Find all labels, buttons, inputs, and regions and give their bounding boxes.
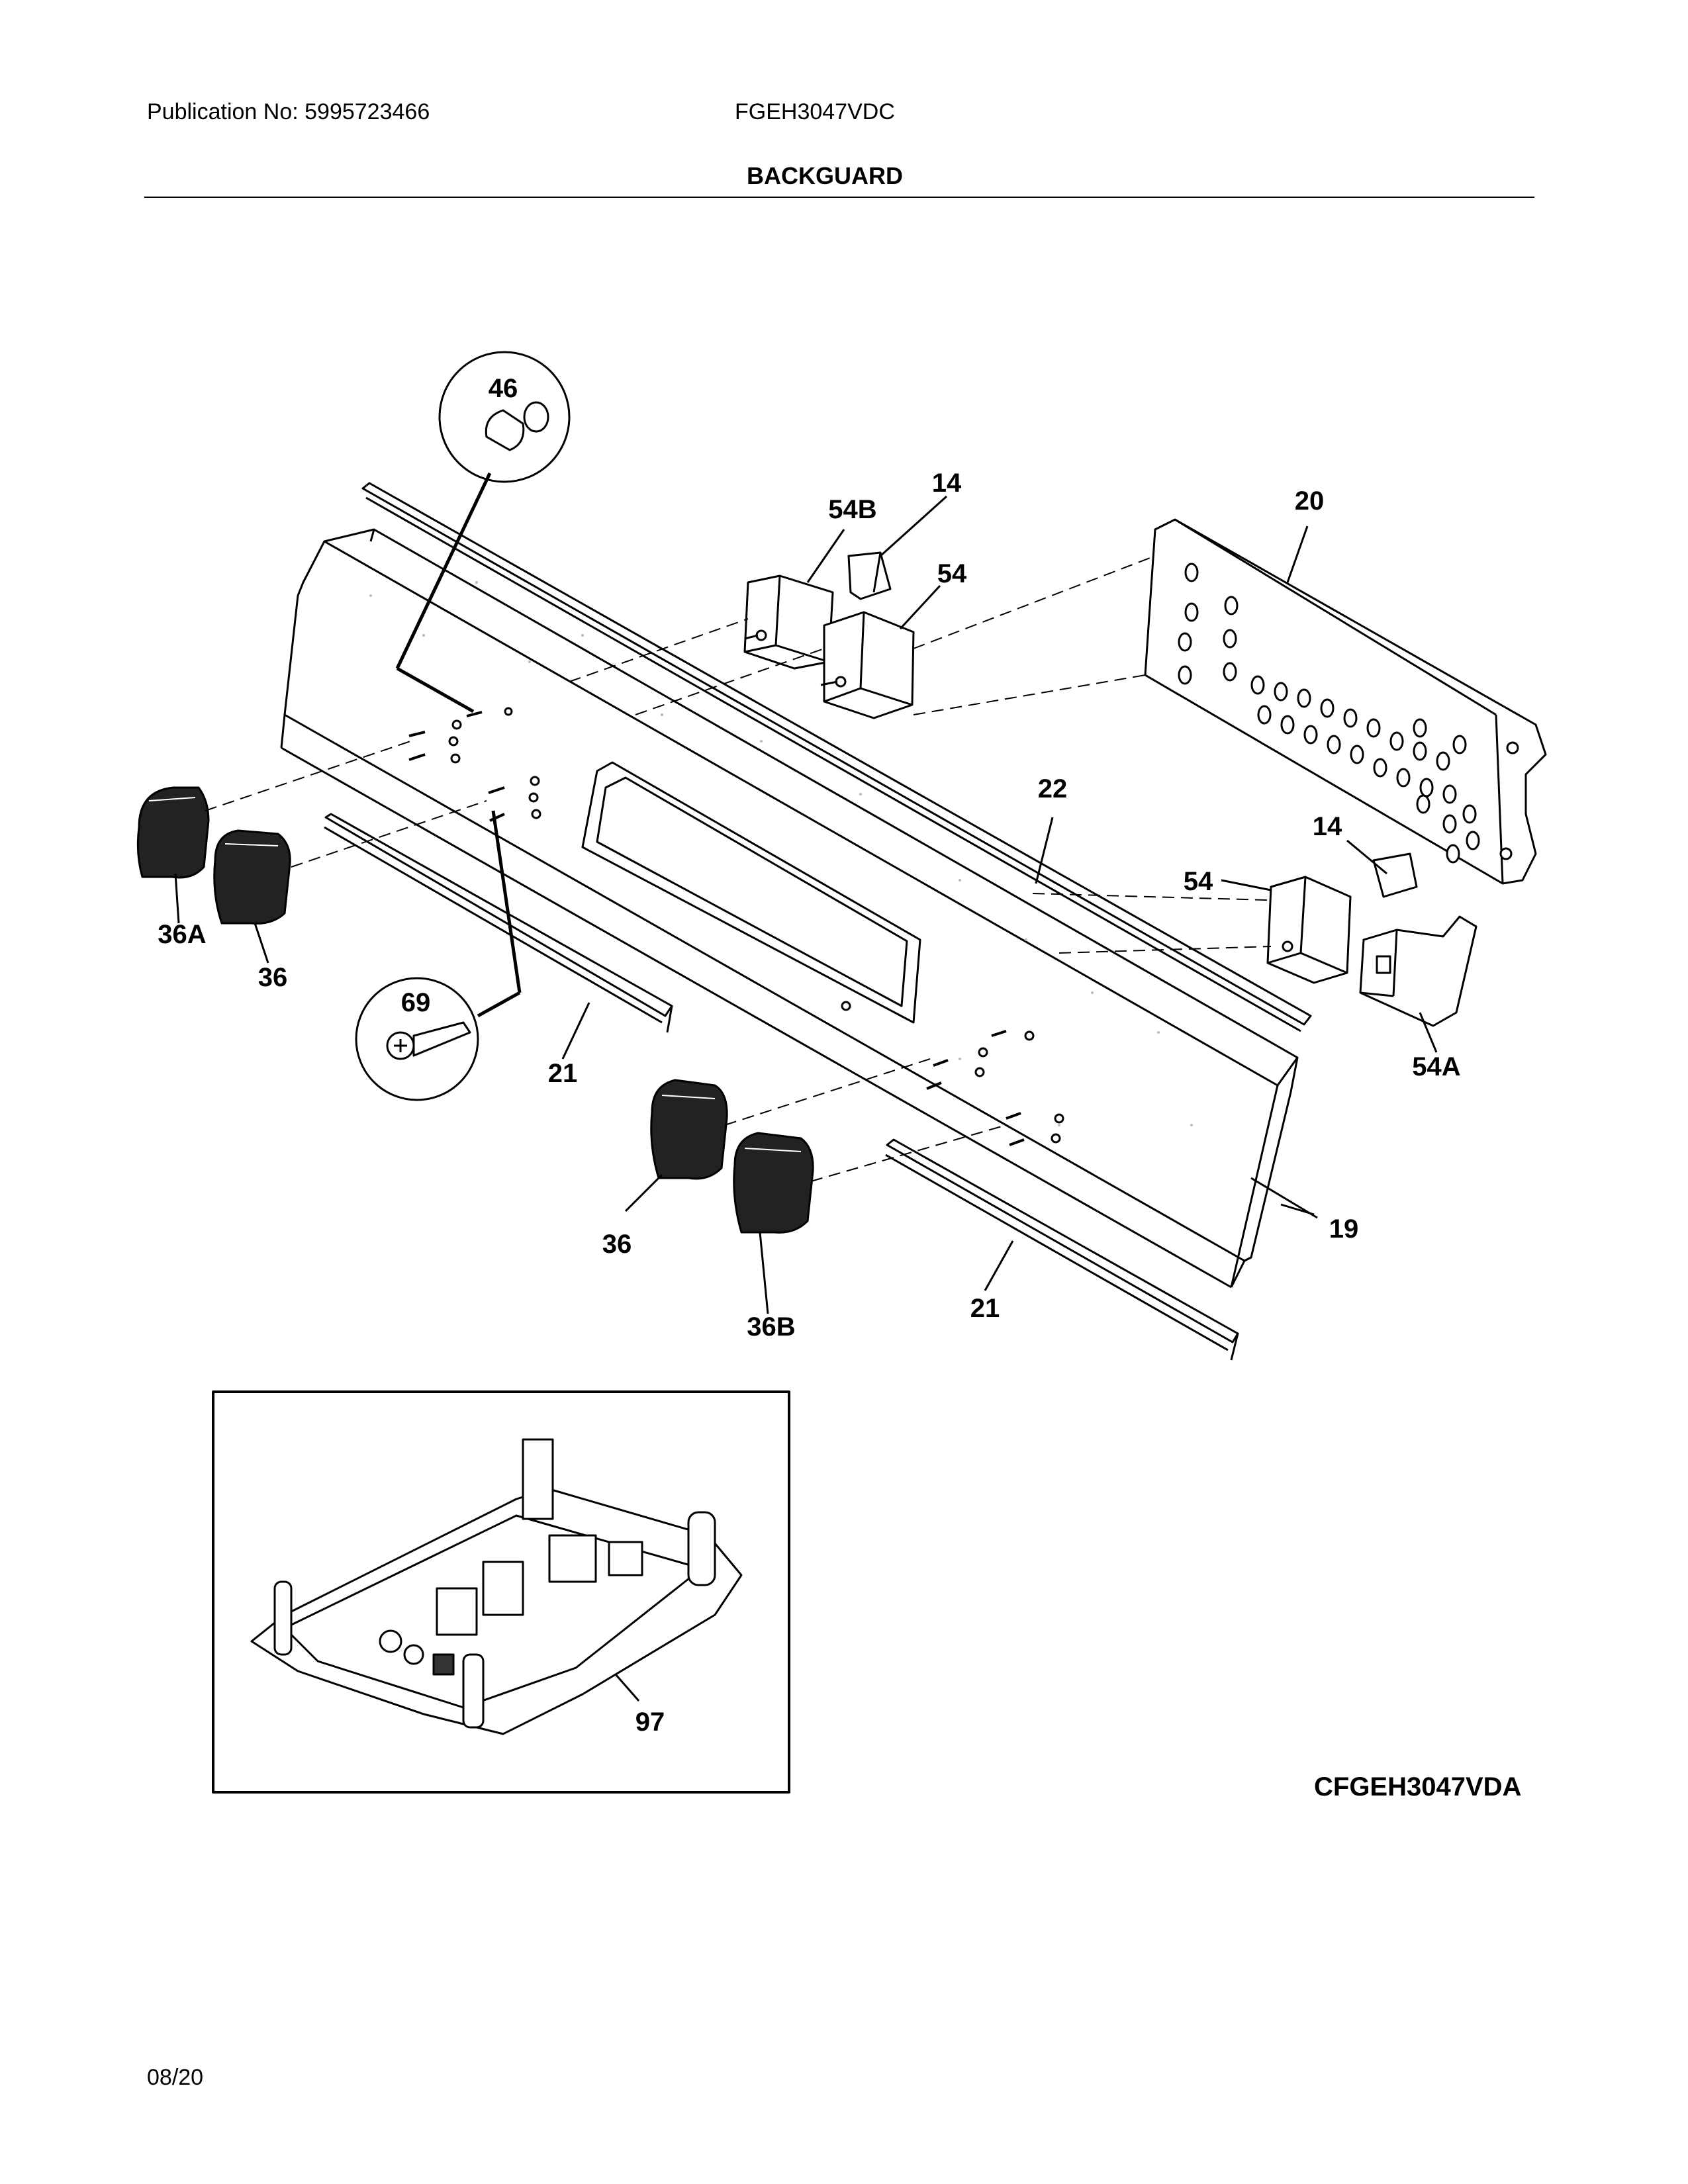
callout-46: 46 bbox=[489, 374, 518, 403]
part-54b-infinite-switch bbox=[743, 574, 834, 670]
diagram-code: CFGEH3047VDA bbox=[1314, 1772, 1522, 1801]
part-36-knob-center bbox=[650, 1079, 728, 1180]
part-14-switch-mid bbox=[1372, 852, 1418, 898]
callout-36-center: 36 bbox=[602, 1230, 632, 1259]
callout-21-right: 21 bbox=[970, 1294, 1000, 1323]
inset-box-control-board bbox=[212, 1390, 790, 1794]
callout-20: 20 bbox=[1295, 486, 1325, 516]
publication-number: Publication No: 5995723466 bbox=[147, 99, 430, 124]
callout-54-mid: 54 bbox=[1184, 867, 1213, 896]
part-54-infinite-switch-mid bbox=[1266, 876, 1352, 984]
part-14-switch-top bbox=[847, 551, 892, 600]
callout-36a: 36A bbox=[158, 920, 206, 949]
callout-36-left: 36 bbox=[258, 963, 288, 992]
part-54-infinite-switch-upper bbox=[820, 611, 915, 719]
callout-69: 69 bbox=[401, 988, 431, 1017]
part-97-control-board bbox=[250, 1438, 743, 1735]
detail-circle-46 bbox=[395, 351, 571, 713]
part-36-knob-left bbox=[213, 829, 291, 925]
model-number: FGEH3047VDC bbox=[735, 99, 895, 124]
section-title: BACKGUARD bbox=[747, 162, 903, 189]
callout-97: 97 bbox=[635, 1707, 665, 1737]
part-36a-knob-left bbox=[136, 786, 210, 879]
part-19-backguard-panel bbox=[280, 528, 1318, 1289]
callout-19: 19 bbox=[1329, 1214, 1359, 1244]
callout-36b: 36B bbox=[747, 1312, 795, 1342]
callout-14-mid: 14 bbox=[1313, 812, 1342, 841]
callout-14-upper: 14 bbox=[932, 469, 962, 498]
callout-21-left: 21 bbox=[548, 1059, 578, 1088]
part-22-top-trim bbox=[361, 482, 1312, 1032]
part-21-trim-left bbox=[324, 813, 673, 1033]
part-20-rear-bracket bbox=[1144, 518, 1547, 885]
part-54a-switch bbox=[1359, 915, 1477, 1027]
detail-circle-69 bbox=[355, 810, 522, 1101]
callout-54a: 54A bbox=[1412, 1052, 1460, 1081]
header-rule bbox=[144, 197, 1534, 198]
footer-date: 08/20 bbox=[147, 2065, 204, 2090]
part-36b-knob-center bbox=[733, 1132, 814, 1234]
part-21-trim-right bbox=[885, 1138, 1239, 1361]
callout-22: 22 bbox=[1038, 774, 1068, 803]
callout-54b: 54B bbox=[828, 495, 876, 524]
callout-54-upper: 54 bbox=[937, 559, 967, 588]
